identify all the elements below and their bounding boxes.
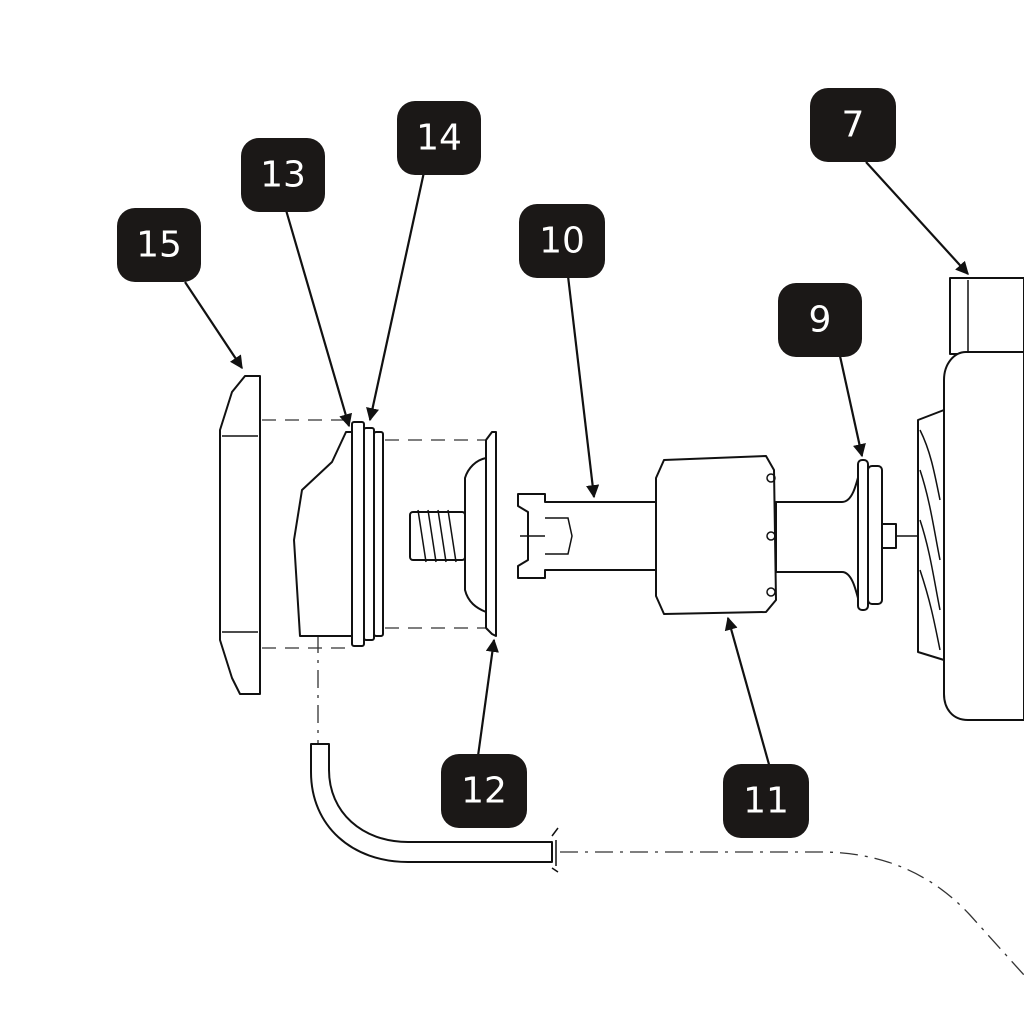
callout-14: 14	[397, 101, 481, 175]
part-10-shaft	[517, 493, 661, 579]
part-11-cylinder	[655, 455, 777, 615]
callout-9: 9	[778, 283, 862, 357]
callout-13: 13	[241, 138, 325, 212]
callout-10: 10	[519, 204, 605, 278]
callout-7: 7	[810, 88, 896, 162]
callout-label: 9	[809, 300, 832, 341]
part-12-valve-disc	[464, 431, 497, 637]
hose	[310, 743, 559, 873]
alignment-lines	[262, 419, 1024, 976]
part-15-faceplate	[219, 375, 261, 695]
part-14-o-ring	[363, 427, 384, 641]
callout-label: 11	[743, 781, 789, 822]
callout-label: 15	[136, 225, 182, 266]
callout-12: 12	[441, 754, 527, 828]
callout-label: 7	[842, 105, 865, 146]
part-13-housing	[293, 421, 365, 647]
part-9-seal-ring	[857, 459, 918, 611]
callout-label: 10	[539, 221, 585, 262]
part-7-motor-housing	[917, 277, 1024, 721]
callout-label: 12	[461, 771, 507, 812]
leader-arrows	[184, 161, 969, 769]
callout-label: 13	[260, 155, 306, 196]
spring	[409, 509, 466, 563]
callout-15: 15	[117, 208, 201, 282]
callout-label: 14	[416, 118, 462, 159]
connecting-rod	[775, 469, 861, 607]
callout-11: 11	[723, 764, 809, 838]
